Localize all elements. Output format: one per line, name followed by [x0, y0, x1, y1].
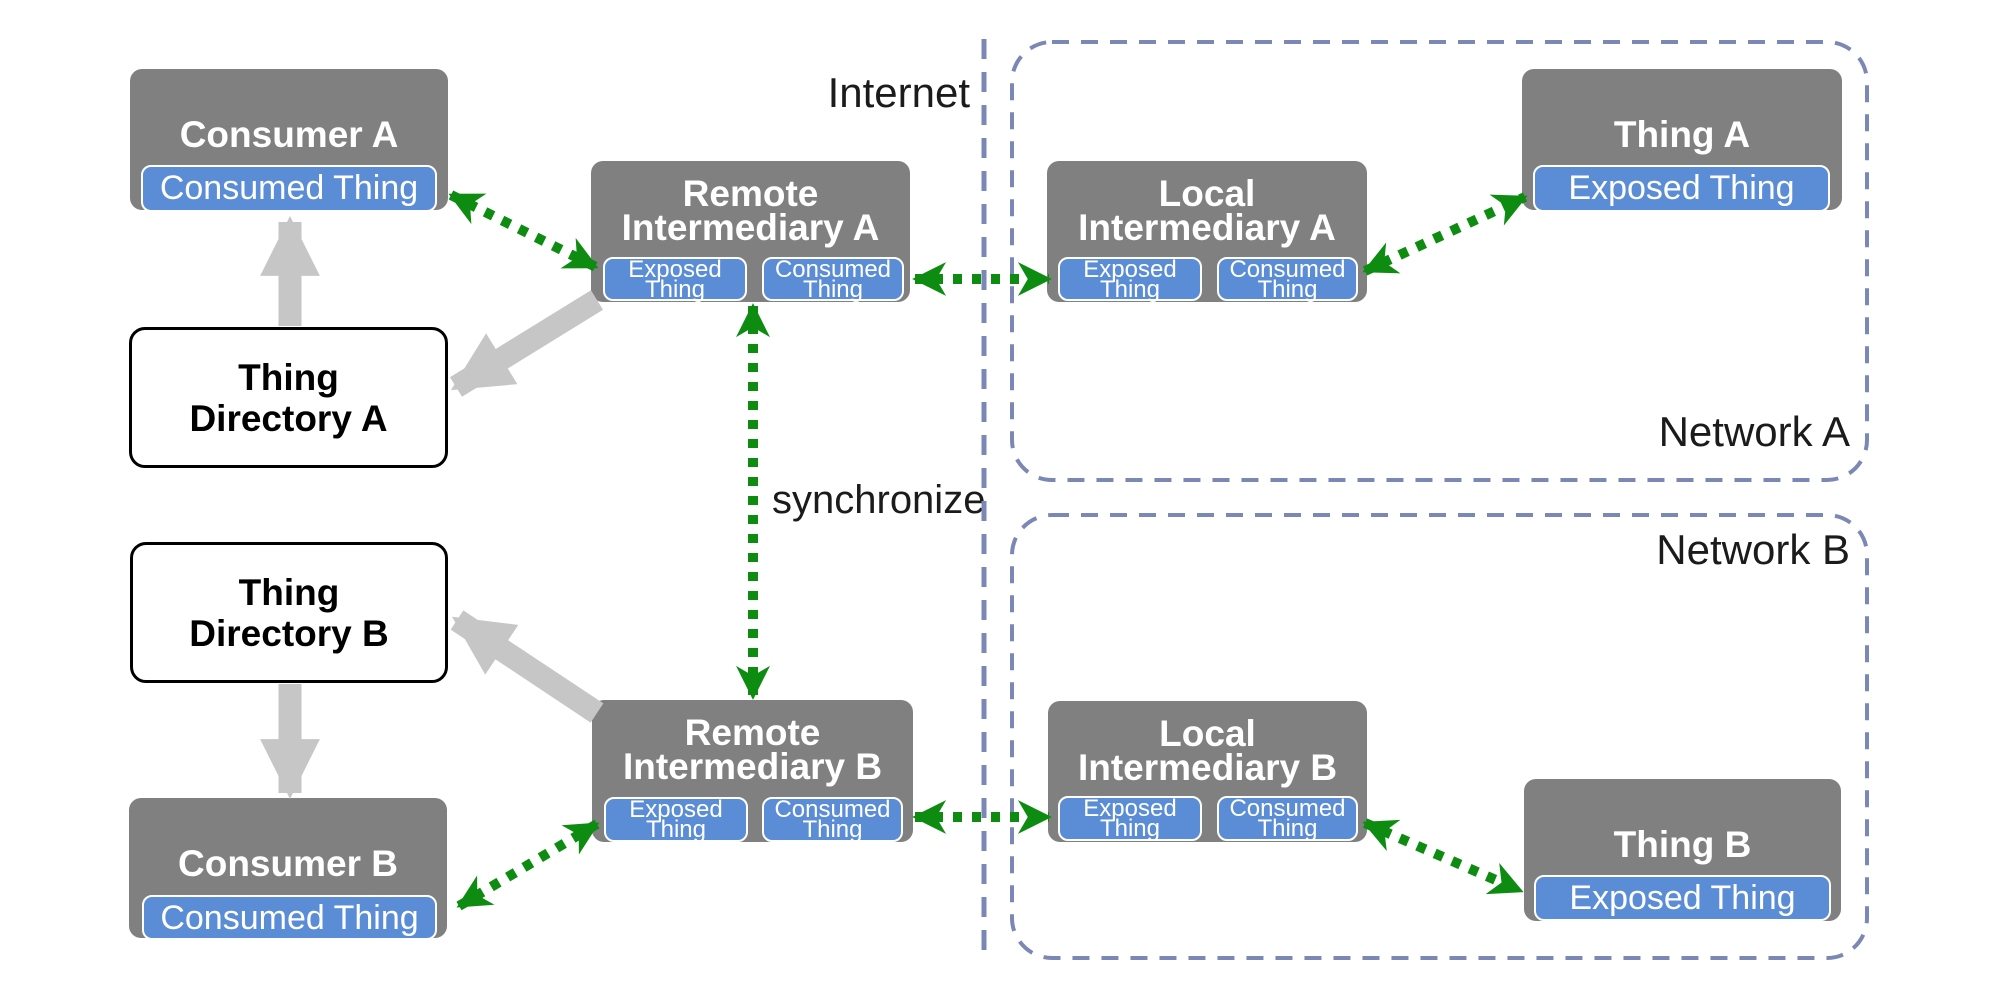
consumer-a-consumed-thing: Consumed Thing — [141, 165, 437, 212]
thing-directory-a-line1: Thing — [238, 356, 339, 398]
consumer-a-title: Consumer A — [179, 114, 399, 155]
thing-a-exposed-thing: Exposed Thing — [1533, 165, 1830, 212]
thing-a-title: Thing A — [1613, 114, 1751, 155]
local-intermediary-a-exposed-thing: Exposed Thing — [1058, 257, 1202, 302]
remote-intermediary-b-consumed-thing: Consumed Thing — [762, 797, 903, 842]
thing-directory-b-line1: Thing — [238, 571, 340, 613]
remote-intermediary-b-box: Remote Intermediary B Exposed Thing Cons… — [592, 700, 913, 842]
internet-label: Internet — [827, 69, 970, 116]
consumer-b-box: Consumer B Consumed Thing — [129, 798, 447, 940]
local-intermediary-a-title: Local Intermediary A — [1078, 173, 1336, 248]
network-b-label: Network B — [1656, 526, 1850, 573]
thing-b-exposed-thing: Exposed Thing — [1534, 875, 1831, 921]
thing-b-box: Thing B Exposed Thing — [1524, 779, 1841, 921]
remote-intermediary-a-title: Remote Intermediary A — [621, 173, 880, 248]
thing-directory-a-box: Thing Directory A — [129, 327, 448, 468]
thing-a-box: Thing A Exposed Thing — [1522, 69, 1842, 212]
consumer-a-box: Consumer A Consumed Thing — [130, 69, 448, 212]
thing-directory-b-box: Thing Directory B — [130, 542, 448, 683]
thing-b-title: Thing B — [1613, 824, 1752, 865]
local-intermediary-b-exposed-thing: Exposed Thing — [1058, 796, 1202, 841]
remote-intermediary-a-box: Remote Intermediary A Exposed Thing Cons… — [591, 161, 910, 302]
local-intermediary-b-box: Local Intermediary B Exposed Thing Consu… — [1048, 701, 1367, 842]
remote-intermediary-a-exposed-thing: Exposed Thing — [603, 257, 747, 302]
thing-directory-b-line2: Directory B — [189, 612, 389, 654]
local-intermediary-a-consumed-thing: Consumed Thing — [1217, 257, 1358, 302]
remote-intermediary-a-consumed-thing: Consumed Thing — [762, 257, 904, 302]
consumer-b-consumed-thing: Consumed Thing — [142, 895, 437, 940]
local-intermediary-b-consumed-thing: Consumed Thing — [1217, 796, 1358, 841]
local-intermediary-b-title: Local Intermediary B — [1077, 713, 1338, 788]
thing-directory-a-line2: Directory A — [189, 397, 388, 439]
consumer-b-title: Consumer B — [178, 843, 398, 884]
network-a-label: Network A — [1658, 408, 1850, 455]
synchronize-label: synchronize — [772, 478, 986, 522]
remote-intermediary-b-exposed-thing: Exposed Thing — [604, 797, 748, 842]
remote-intermediary-b-title: Remote Intermediary B — [622, 712, 883, 787]
local-intermediary-a-box: Local Intermediary A Exposed Thing Consu… — [1047, 161, 1367, 302]
